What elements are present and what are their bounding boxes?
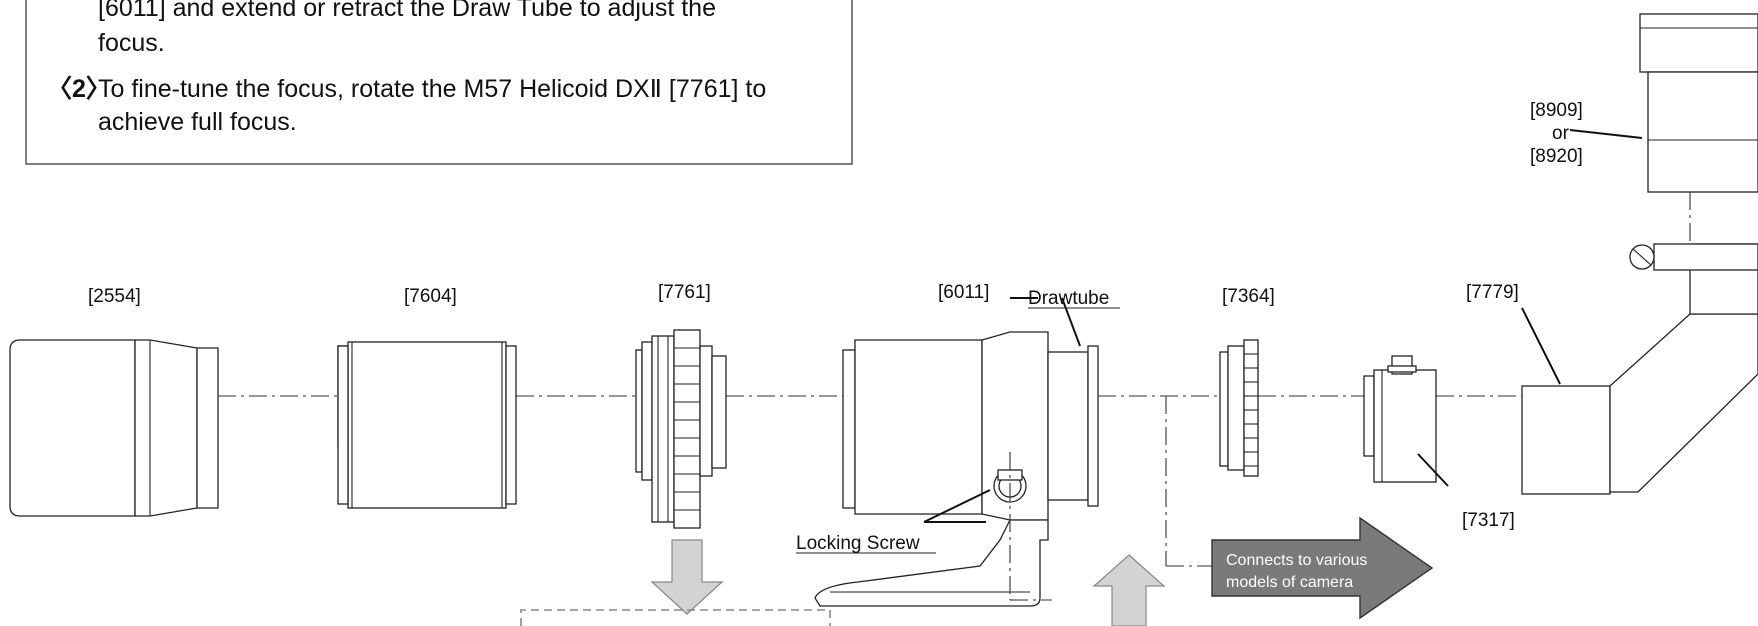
- part-7779: [1521, 243, 1758, 495]
- label-7364: [7364]: [1222, 286, 1275, 307]
- step-2-marker: 〈2〉: [47, 75, 111, 103]
- label-6011: [6011]: [938, 282, 989, 303]
- camera-connection-path: [1165, 396, 1212, 567]
- label-underlines: [796, 307, 1120, 554]
- label-or: or: [1552, 123, 1570, 144]
- camera-note-line-2: models of camera: [1226, 574, 1353, 591]
- instruction-line-2: focus.: [98, 29, 165, 57]
- label-7779: [7779]: [1466, 282, 1519, 303]
- camera-note-line-1: Connects to various: [1226, 552, 1367, 569]
- instruction-box: [6011] and extend or retract the Draw Tu…: [25, 0, 853, 165]
- instruction-step-2-line-1: To fine-tune the focus, rotate the M57 H…: [98, 75, 766, 103]
- part-labels: [2554] [7604] [7761] [6011] Drawtube [73…: [88, 100, 1583, 554]
- dashed-detail-box: [520, 609, 831, 626]
- part-7604: [337, 341, 517, 509]
- label-2554: [2554]: [88, 286, 141, 307]
- down-arrow: [650, 539, 724, 615]
- part-8909-eyepiece: [1639, 13, 1758, 193]
- instruction-step-2-line-2: achieve full focus.: [98, 108, 297, 136]
- label-8909: [8909]: [1530, 100, 1583, 121]
- instruction-line-1: [6011] and extend or retract the Draw Tu…: [98, 0, 716, 22]
- part-7364: [1219, 339, 1259, 477]
- leader-lines: [923, 129, 1643, 523]
- label-8920: [8920]: [1530, 146, 1583, 167]
- label-7604: [7604]: [404, 286, 457, 307]
- label-drawtube: Drawtube: [1028, 288, 1109, 309]
- up-arrow: [1092, 554, 1166, 626]
- label-7761: [7761]: [658, 282, 711, 303]
- part-2554: [9, 339, 219, 517]
- part-6011: [814, 331, 1099, 607]
- camera-note-arrow: Connects to various models of camera: [1211, 516, 1434, 620]
- label-locking-screw: Locking Screw: [796, 533, 920, 554]
- optical-axis: [218, 192, 1691, 397]
- label-7317: [7317]: [1462, 510, 1515, 531]
- part-7761: [635, 329, 727, 529]
